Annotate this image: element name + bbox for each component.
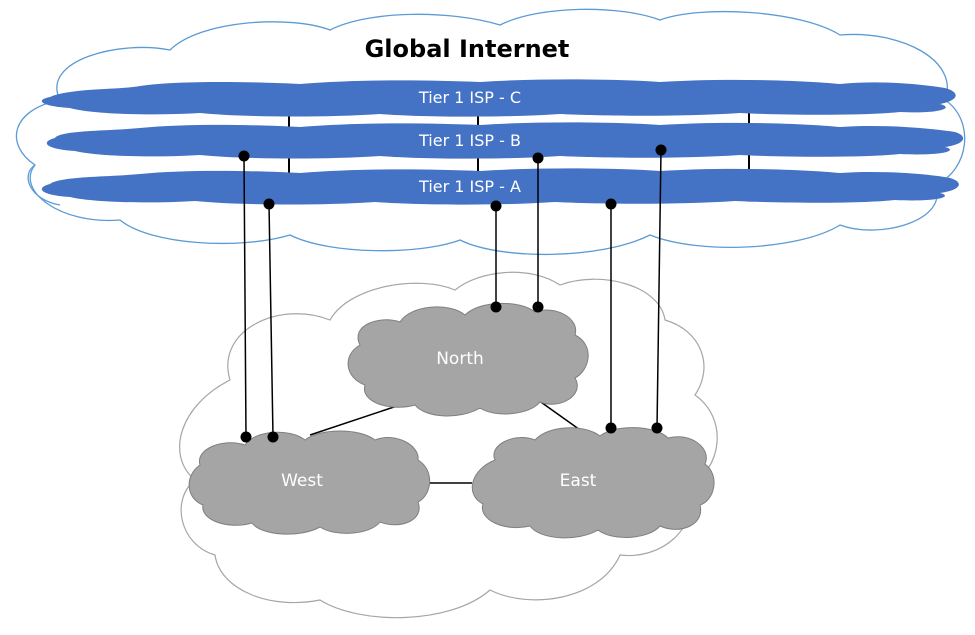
connection-dot [267,431,279,443]
connection-dot [532,152,544,164]
isp-band-b [46,122,964,159]
connection-dot [651,422,663,434]
diagram-title: Global Internet [365,35,570,63]
uplink-east-isp-b [656,149,662,429]
connection-dot [605,422,617,434]
connection-dot [240,431,252,443]
isp-band-c [41,79,956,117]
connection-dot [238,150,250,162]
region-cloud-north [347,302,589,417]
isp-label-c: Tier 1 ISP - C [418,88,521,107]
region-label-west: West [281,471,323,491]
uplink-west-isp-b [243,155,247,438]
region-label-east: East [560,471,597,491]
region-cloud-east [471,427,715,539]
global-internet-cloud-edge [27,164,61,206]
uplink-west-isp-a [268,203,274,438]
region-cloud-west [188,430,431,535]
link-north-west [309,404,401,436]
region-label-north: North [436,349,484,369]
isp-band-a [41,168,959,205]
connection-dot [490,200,502,212]
isp-label-a: Tier 1 ISP - A [418,177,521,196]
connection-dot [263,198,275,210]
connection-dot [605,198,617,210]
isp-label-b: Tier 1 ISP - B [418,131,521,150]
connection-dot [490,301,502,313]
connection-dot [655,144,667,156]
connection-dot [532,301,544,313]
